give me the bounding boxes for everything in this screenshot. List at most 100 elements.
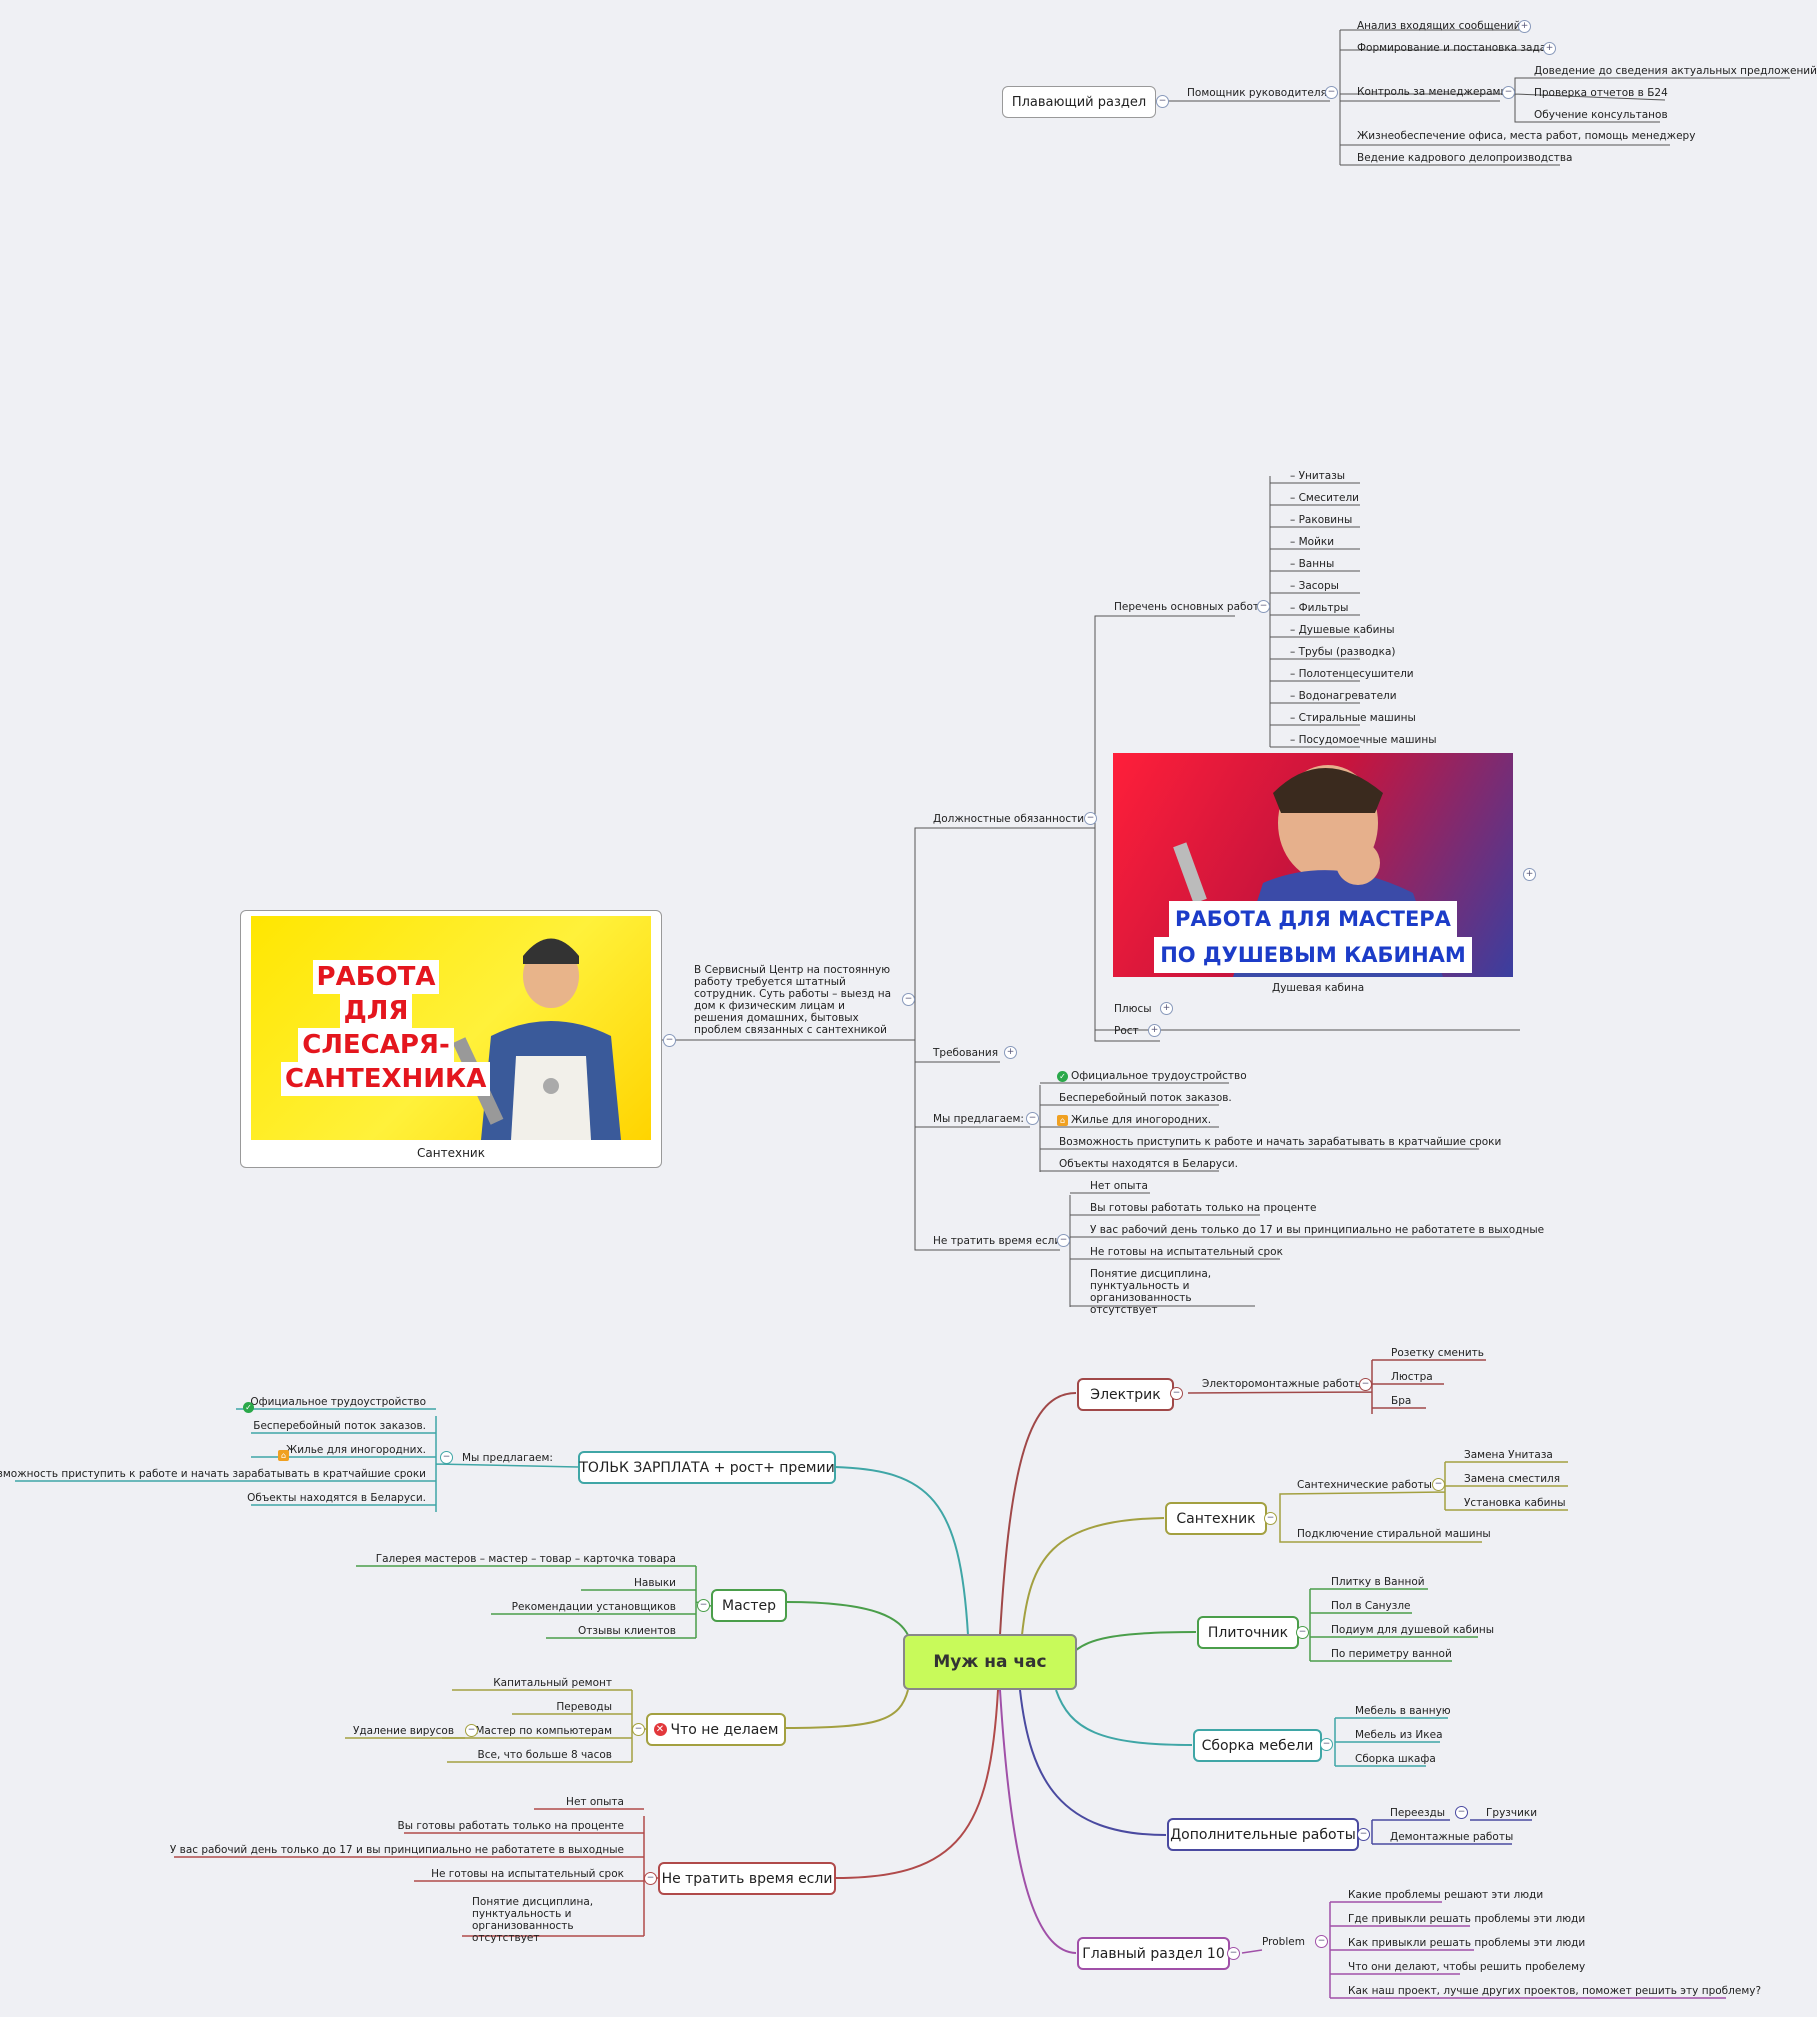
extra-item[interactable]: Демонтажные работы (1390, 1831, 1514, 1843)
tiler-item[interactable]: Пол в Санузле (1331, 1600, 1411, 1612)
collapse-icon[interactable]: − (1432, 1478, 1445, 1491)
collapse-icon[interactable]: − (632, 1723, 645, 1736)
collapse-icon[interactable]: − (663, 1034, 676, 1047)
collapse-icon[interactable]: − (1264, 1512, 1277, 1525)
manager-item[interactable]: Доведение до сведения актуальных предлож… (1534, 65, 1817, 77)
offer-item[interactable]: Жилье для иногородних. (1071, 1114, 1212, 1126)
offer-item[interactable]: Возможность приступить к работе и начать… (1059, 1136, 1502, 1148)
offer-item[interactable]: Официальное трудоустройство (1071, 1070, 1247, 1082)
electric-sub-node[interactable]: Электоромонтажные работы (1202, 1378, 1364, 1390)
work-item[interactable]: – Фильтры (1290, 602, 1349, 614)
manager-item[interactable]: Обучение консультанов (1534, 109, 1668, 121)
master-item[interactable]: Галерея мастеров – мастер – товар – карт… (375, 1553, 676, 1565)
collapse-icon[interactable]: − (1325, 86, 1338, 99)
top-item[interactable]: Жизнеобеспечение офиса, места работ, пом… (1357, 130, 1696, 142)
santech-item[interactable]: Замена сместиля (1464, 1473, 1561, 1485)
work-item[interactable]: – Стиральные машины (1290, 712, 1416, 724)
top-item[interactable]: Ведение кадрового делопроизводства (1357, 152, 1573, 164)
nowaste-item[interactable]: Нет опыта (1090, 1180, 1148, 1192)
nowaste-label-node[interactable]: Не тратить время если (933, 1235, 1062, 1247)
electric-item[interactable]: Люстра (1391, 1371, 1433, 1383)
growth-node[interactable]: Рост (1114, 1025, 1139, 1037)
master-item[interactable]: Отзывы клиентов (577, 1625, 676, 1637)
tiler-item[interactable]: Подиум для душевой кабины (1331, 1624, 1495, 1636)
tiler-node[interactable]: Плиточник (1197, 1616, 1299, 1649)
offer-label-node[interactable]: Мы предлагаем: (933, 1113, 1024, 1125)
work-item[interactable]: – Засоры (1290, 580, 1339, 592)
pluses-node[interactable]: Плюсы (1114, 1003, 1152, 1015)
collapse-icon[interactable]: − (644, 1872, 657, 1885)
notdo-item[interactable]: Все, что больше 8 часов (477, 1749, 612, 1761)
salary-offer-item[interactable]: Официальное трудоустройство (250, 1396, 426, 1408)
nowaste-item[interactable]: Не готовы на испытательный срок (1090, 1246, 1283, 1258)
work-item[interactable]: – Раковины (1290, 514, 1353, 526)
collapse-icon[interactable]: − (1359, 1378, 1372, 1391)
expand-icon[interactable]: + (1543, 42, 1556, 55)
salary-offer-item[interactable]: Объекты находятся в Беларуси. (247, 1492, 426, 1504)
extra-item[interactable]: Переезды (1390, 1807, 1446, 1819)
work-item[interactable]: – Трубы (разводка) (1290, 646, 1396, 658)
salary-node[interactable]: ТОЛЬК ЗАРПЛАТА + рост+ премии (578, 1451, 836, 1484)
work-item[interactable]: – Посудомоечные машины (1290, 734, 1437, 746)
problem-item[interactable]: Что они делают, чтобы решить пробелему (1348, 1961, 1586, 1973)
manager-item[interactable]: Проверка отчетов в Б24 (1534, 87, 1668, 99)
santech-extra-node[interactable]: Подключение стиральной машины (1297, 1528, 1491, 1540)
master-item[interactable]: Навыки (634, 1577, 676, 1589)
nowaste-item[interactable]: Понятие дисциплина, пунктуальность и орг… (1090, 1268, 1212, 1316)
salary-offer-label[interactable]: Мы предлагаем: (462, 1452, 553, 1464)
collapse-icon[interactable]: − (1227, 1947, 1240, 1960)
collapse-icon[interactable]: − (1315, 1935, 1328, 1948)
collapse-icon[interactable]: − (465, 1724, 478, 1737)
furniture-item[interactable]: Сборка шкафа (1355, 1753, 1436, 1765)
santech-sub-node[interactable]: Сантехнические работы (1297, 1479, 1432, 1491)
salary-offer-item[interactable]: Бесперебойный поток заказов. (253, 1420, 426, 1432)
extra-works-node[interactable]: Дополнительные работы (1167, 1818, 1359, 1851)
virus-node[interactable]: Удаление вирусов (353, 1725, 455, 1737)
work-item[interactable]: – Унитазы (1290, 470, 1346, 482)
main-nowaste-item[interactable]: Не готовы на испытательный срок (431, 1868, 624, 1880)
work-item[interactable]: – Смесители (1290, 492, 1360, 504)
top-item[interactable]: Контроль за менеджерами (1357, 86, 1508, 98)
work-item[interactable]: – Ванны (1290, 558, 1335, 570)
problem-item[interactable]: Какие проблемы решают эти люди (1348, 1889, 1544, 1901)
collapse-icon[interactable]: − (697, 1599, 710, 1612)
problem-item[interactable]: Как наш проект, лучше других проектов, п… (1348, 1985, 1762, 1997)
master-node[interactable]: Мастер (711, 1589, 787, 1622)
santech-item[interactable]: Установка кабины (1464, 1497, 1566, 1509)
salary-offer-item[interactable]: Возможность приступить к работе и начать… (0, 1468, 426, 1480)
expand-icon[interactable]: + (1160, 1002, 1173, 1015)
collapse-icon[interactable]: − (1455, 1806, 1468, 1819)
electric-item[interactable]: Бра (1391, 1395, 1412, 1407)
work-item[interactable]: – Мойки (1290, 536, 1335, 548)
main-nowaste-item[interactable]: Вы готовы работать только на проценте (397, 1820, 624, 1832)
movers-node[interactable]: Грузчики (1486, 1807, 1538, 1819)
works-label-node[interactable]: Перечень основных работ (1114, 601, 1260, 613)
central-topic[interactable]: Муж на час (903, 1634, 1077, 1690)
furniture-item[interactable]: Мебель в ванную (1355, 1705, 1451, 1717)
electric-item[interactable]: Розетку сменить (1391, 1347, 1484, 1359)
requirements-node[interactable]: Требования (933, 1047, 999, 1059)
nowaste-node[interactable]: Не тратить время если (658, 1862, 836, 1895)
tiler-item[interactable]: Плитку в Ванной (1331, 1576, 1425, 1588)
expand-icon[interactable]: + (1523, 868, 1536, 881)
work-item[interactable]: – Душевые кабины (1290, 624, 1395, 636)
collapse-icon[interactable]: − (1257, 600, 1270, 613)
problem-item[interactable]: Где привыкли решать проблемы эти люди (1348, 1913, 1586, 1925)
nowaste-item[interactable]: У вас рабочий день только до 17 и вы при… (1090, 1224, 1545, 1236)
problem-item[interactable]: Как привыкли решать проблемы эти люди (1348, 1937, 1586, 1949)
collapse-icon[interactable]: − (1156, 95, 1169, 108)
collapse-icon[interactable]: − (902, 993, 915, 1006)
notdo-item[interactable]: Капитальный ремонт (493, 1677, 612, 1689)
salary-offer-item[interactable]: Жилье для иногородних. (285, 1444, 426, 1456)
collapse-icon[interactable]: − (1357, 1828, 1370, 1841)
top-item[interactable]: Анализ входящих сообщений (1357, 20, 1521, 32)
master-item[interactable]: Рекомендации установщиков (511, 1601, 676, 1613)
collapse-icon[interactable]: − (1026, 1112, 1039, 1125)
work-item[interactable]: – Водонагреватели (1290, 690, 1397, 702)
top-item[interactable]: Формирование и постановка задач (1357, 42, 1553, 54)
expand-icon[interactable]: + (1518, 20, 1531, 33)
expand-icon[interactable]: + (1148, 1024, 1161, 1037)
nowaste-item[interactable]: Вы готовы работать только на проценте (1090, 1202, 1317, 1214)
shower-image[interactable]: РАБОТА ДЛЯ МАСТЕРА ПО ДУШЕВЫМ КАБИНАМ (1113, 753, 1513, 977)
collapse-icon[interactable]: − (1320, 1738, 1333, 1751)
